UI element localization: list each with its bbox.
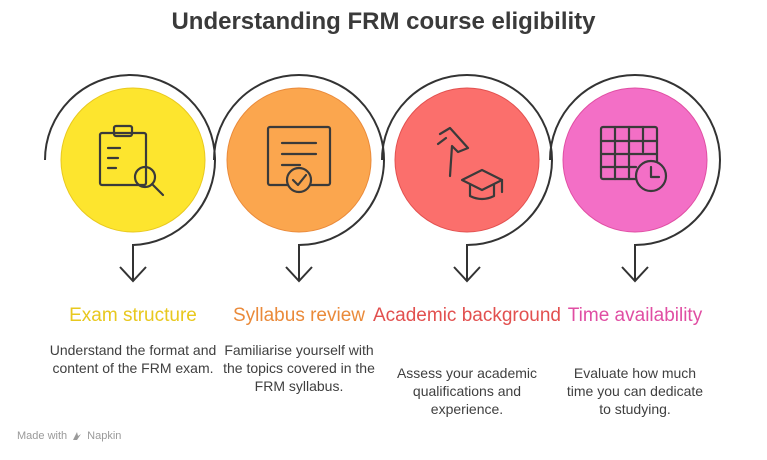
arc-connector [44, 74, 216, 280]
page-title: Understanding FRM course eligibility [171, 8, 596, 35]
step-circle [394, 87, 540, 233]
napkin-logo-icon [73, 432, 82, 440]
step-description-syllabus-review: Familiarise yourself with the topics cov… [223, 342, 375, 394]
step-description-exam-structure: Understand the format and content of the… [49, 342, 217, 376]
arc-connector [213, 74, 385, 280]
certificate-check-icon [266, 125, 332, 194]
footer-brand: Napkin [87, 430, 122, 442]
step-label-syllabus-review: Syllabus review [233, 305, 365, 326]
step-circle [60, 87, 206, 233]
graduation-cap-icon [436, 126, 504, 201]
step-label-time-availability: Time availability [567, 305, 703, 326]
clipboard-search-icon [98, 124, 165, 197]
arrow-down-icon [453, 266, 481, 283]
step-circle [226, 87, 372, 233]
step-time-availability [549, 74, 721, 283]
step-description-time-availability: Evaluate how much time you can dedicate … [566, 365, 704, 417]
arrow-down-icon [119, 266, 147, 283]
step-description-academic-background: Assess your academic qualifications and … [396, 365, 538, 417]
footer-attribution: Made with Napkin [17, 430, 121, 442]
step-circle [562, 87, 708, 233]
step-academic-background [381, 74, 553, 283]
step-exam-structure [44, 74, 216, 283]
calendar-clock-icon [599, 125, 668, 193]
step-label-exam-structure: Exam structure [69, 305, 197, 326]
arc-connector [549, 74, 721, 280]
arrow-down-icon [621, 266, 649, 283]
step-label-academic-background: Academic background [373, 305, 561, 326]
arrow-down-icon [285, 266, 313, 283]
arc-connector [381, 74, 553, 280]
step-syllabus-review [213, 74, 385, 283]
footer-made-with: Made with [17, 430, 68, 442]
